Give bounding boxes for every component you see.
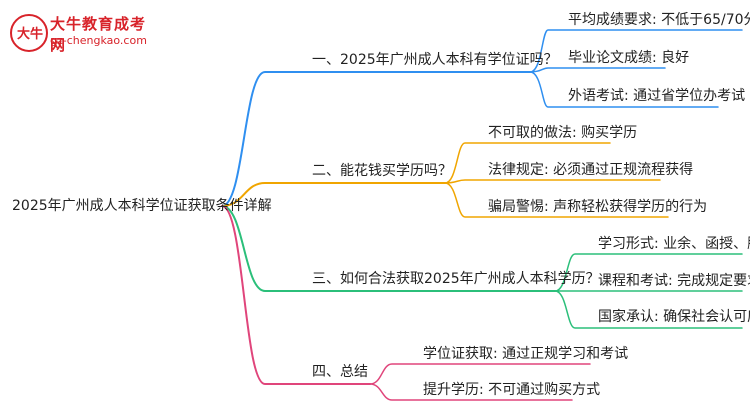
branch-1-leaf-3: 外语考试: 通过省学位办考试 [568, 88, 746, 104]
branch-2-leaf-2: 法律规定: 必须通过正规流程获得 [488, 162, 694, 178]
branch-1-connector [221, 71, 531, 207]
branch-4-connector [221, 205, 371, 385]
branch-2-leaf-3-connector [444, 182, 669, 218]
branch-4-leaf-1: 学位证获取: 通过正规学习和考试 [423, 346, 629, 362]
branch-1-leaf-2: 毕业论文成绩: 良好 [568, 50, 690, 66]
branch-3-leaf-1: 学习形式: 业余、函授、脱产 [598, 236, 750, 252]
branch-3-leaf-3-connector [554, 290, 743, 329]
branch-2-leaf-1: 不可取的做法: 购买学历 [488, 125, 638, 141]
branch-1-leaf-2-connector [529, 67, 666, 73]
branch-1-leaf-1-connector [529, 29, 743, 73]
branch-2-leaf-1-connector [444, 142, 611, 184]
branch-2-leaf-2-connector [444, 179, 661, 184]
branch-1-leaf-1: 平均成绩要求: 不低于65/70分 [568, 12, 750, 28]
root-topic: 2025年广州成人本科学位证获取条件详解 [12, 198, 272, 214]
branch-2-label: 二、能花钱买学历吗？ [312, 163, 452, 179]
site-logo[interactable]: 大牛 大牛教育成考网 gz-chengkao.com [10, 10, 160, 54]
branch-3-leaf-3: 国家承认: 确保社会认可度 [598, 309, 750, 325]
branch-1-label: 一、2025年广州成人本科有学位证吗？ [312, 52, 558, 68]
branch-4-leaf-1-connector [369, 363, 591, 385]
branch-2-connector [221, 182, 446, 207]
branch-3-label: 三、如何合法获取2025年广州成人本科学历？ [312, 271, 600, 287]
branch-1-leaf-3-connector [529, 71, 719, 108]
logo-badge-icon: 大牛 [10, 14, 48, 52]
logo-url: gz-chengkao.com [50, 34, 147, 47]
branch-3-leaf-2: 课程和考试: 完成规定要求 [598, 273, 750, 289]
branch-4-label: 四、总结 [312, 364, 368, 380]
branch-2-leaf-3: 骗局警惕: 声称轻松获得学历的行为 [488, 199, 708, 215]
branch-3-connector [221, 205, 556, 292]
branch-4-leaf-2-connector [369, 383, 573, 401]
branch-4-leaf-2: 提升学历: 不可通过购买方式 [423, 382, 601, 398]
branch-3-leaf-1-connector [554, 253, 743, 292]
logo-title: 大牛教育成考网 [50, 15, 147, 54]
